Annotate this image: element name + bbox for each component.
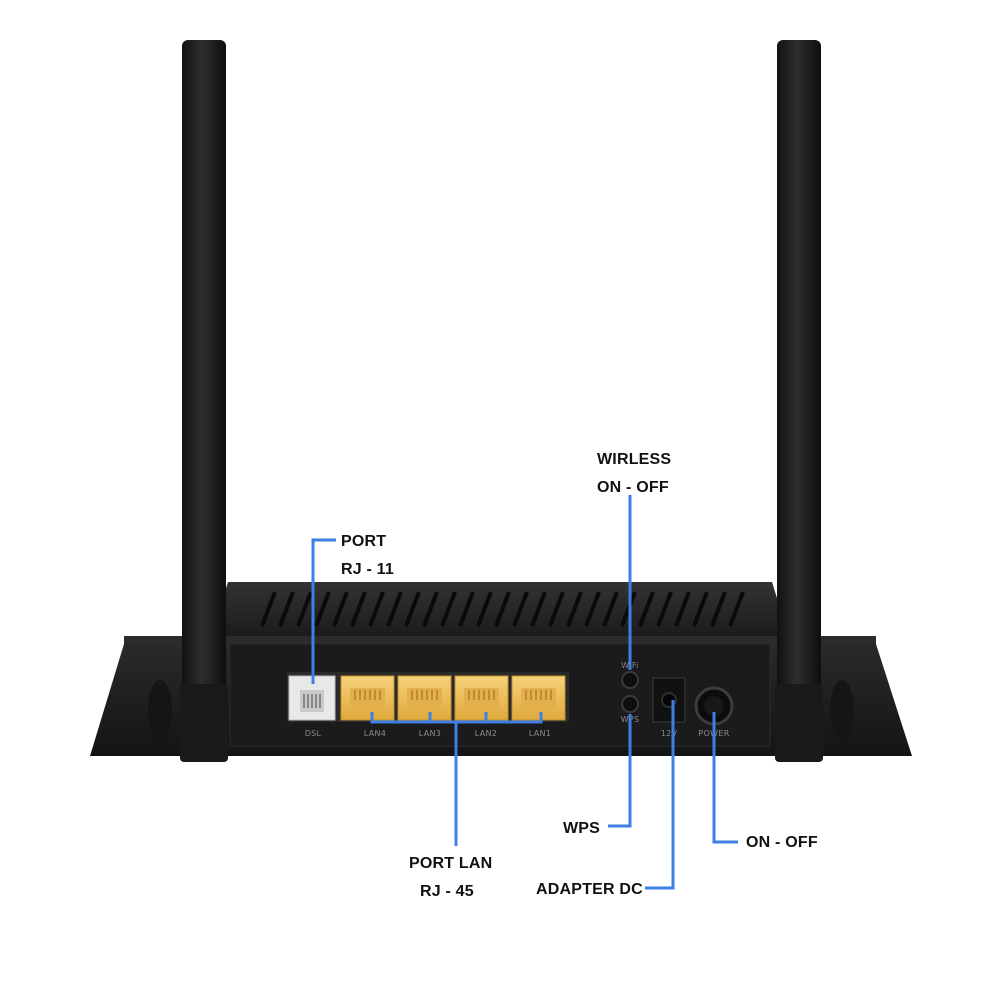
label-dsl: DSL	[305, 729, 322, 738]
callout-wireless-line1: WIRLESS	[597, 451, 672, 468]
callout-rj11-line1: PORT	[341, 533, 387, 550]
label-dc: 12V	[661, 729, 678, 738]
label-lan4: LAN4	[364, 729, 386, 738]
leader-wps	[608, 714, 632, 828]
callout-power: ON - OFF	[746, 829, 818, 857]
callout-wireless-line2: ON - OFF	[597, 479, 669, 496]
vent-slots	[260, 591, 745, 627]
label-lan2: LAN2	[475, 729, 497, 738]
leader-lines	[311, 495, 738, 890]
callout-rj11-line2: RJ - 11	[341, 561, 394, 578]
callout-lan-line1: PORT LAN	[409, 855, 493, 872]
antenna-left	[180, 40, 228, 762]
callout-port-rj11: PORT RJ - 11	[341, 528, 394, 584]
wifi-button[interactable]	[621, 671, 639, 689]
leader-dc	[645, 700, 675, 890]
label-lan3: LAN3	[419, 729, 441, 738]
port-panel	[287, 672, 569, 722]
power-switch[interactable]	[694, 686, 734, 726]
wps-button[interactable]	[621, 695, 639, 713]
antenna-right	[775, 40, 823, 762]
callout-wireless: WIRLESS ON - OFF	[597, 446, 671, 502]
lan-port-3[interactable]	[397, 675, 452, 721]
callout-lan-line2: RJ - 45	[420, 883, 474, 900]
lan-port-2[interactable]	[454, 675, 509, 721]
callout-dc-line1: ADAPTER DC	[536, 881, 643, 898]
lan-port-4[interactable]	[340, 675, 395, 721]
leader-lan	[370, 712, 543, 846]
leader-rj11	[311, 538, 336, 684]
leader-power	[712, 712, 738, 844]
callout-port-lan: PORT LAN RJ - 45	[409, 850, 492, 906]
dc-jack[interactable]	[652, 677, 686, 723]
callout-wps: WPS	[563, 815, 600, 843]
callout-power-line1: ON - OFF	[746, 834, 818, 851]
callout-wps-line1: WPS	[563, 820, 601, 837]
lan-port-1[interactable]	[511, 675, 566, 721]
callout-adapter-dc: ADAPTER DC	[536, 876, 643, 904]
label-lan1: LAN1	[529, 729, 551, 738]
